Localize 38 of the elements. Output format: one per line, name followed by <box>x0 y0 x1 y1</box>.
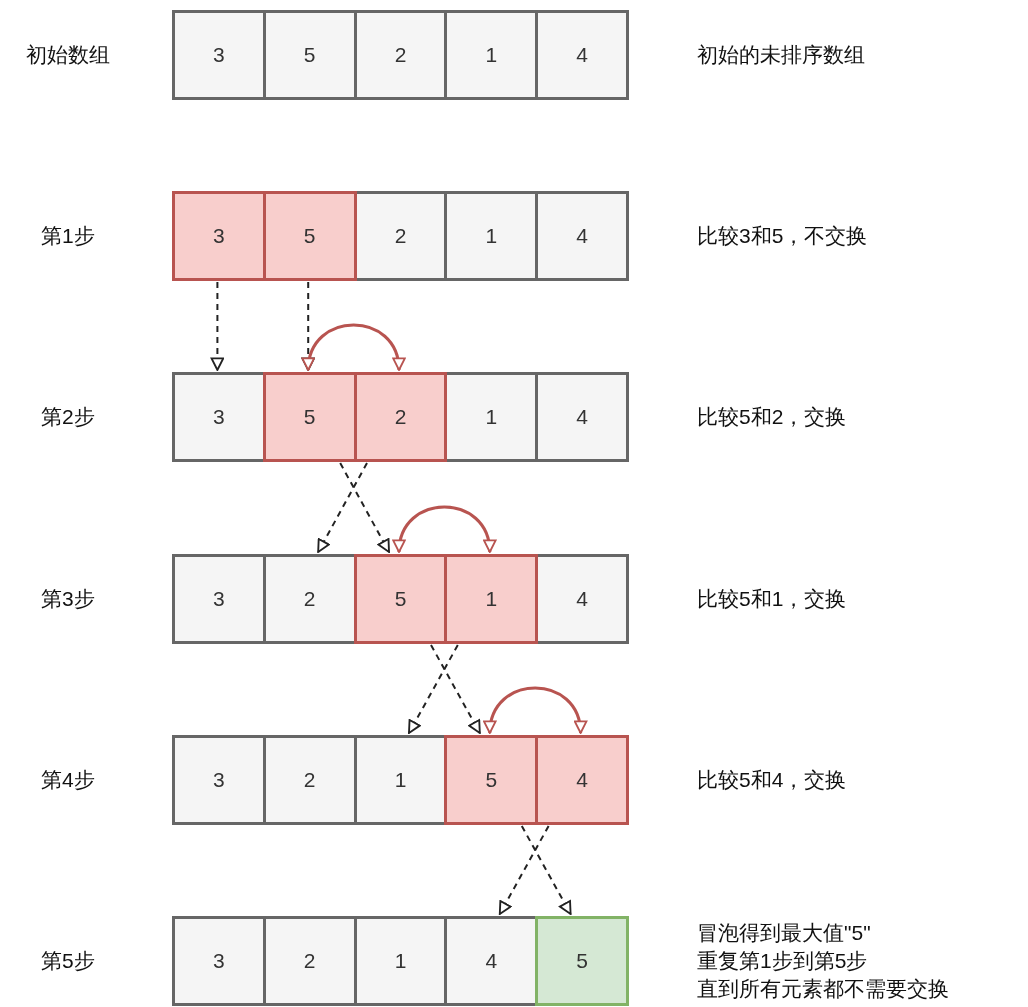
array-cell: 3 <box>172 10 266 100</box>
step-note: 比较3和5，不交换 <box>697 223 868 249</box>
array-cell: 4 <box>535 191 629 281</box>
step-note: 比较5和4，交换 <box>697 767 847 793</box>
array-cell: 1 <box>444 554 539 644</box>
array-cell: 4 <box>535 735 629 825</box>
arrow <box>210 281 225 371</box>
step-note: 初始的未排序数组 <box>697 42 865 68</box>
arrow <box>520 825 572 915</box>
step-note: 直到所有元素都不需要交换 <box>697 976 949 1002</box>
array-cell: 5 <box>535 916 629 1006</box>
row-label: 第5步 <box>41 948 95 974</box>
arrow <box>498 825 550 915</box>
arrow <box>408 644 459 734</box>
array-cell: 5 <box>262 372 357 462</box>
arrow <box>339 462 390 553</box>
array-cell: 3 <box>172 916 266 1006</box>
row-label: 第1步 <box>41 223 95 249</box>
array-cell: 3 <box>172 554 266 644</box>
array-cell: 4 <box>535 554 629 644</box>
row-label: 第2步 <box>41 404 95 430</box>
arrow <box>317 462 368 553</box>
step-note: 比较5和2，交换 <box>697 404 847 430</box>
swap-arrow <box>393 505 495 553</box>
step-note: 重复第1步到第5步 <box>697 948 868 974</box>
array-cell: 3 <box>172 735 266 825</box>
row-label: 初始数组 <box>26 42 110 68</box>
array-cell: 3 <box>172 191 266 281</box>
array-cell: 4 <box>535 372 629 462</box>
step-note: 比较5和1，交换 <box>697 586 847 612</box>
swap-arrow <box>484 686 586 734</box>
array-cell: 3 <box>172 372 266 462</box>
step-note: 冒泡得到最大值"5" <box>697 920 871 946</box>
row-label: 第3步 <box>41 586 95 612</box>
swap-arrow <box>303 323 405 371</box>
row-label: 第4步 <box>41 767 95 793</box>
arrow <box>430 644 481 734</box>
array-cell: 4 <box>535 10 629 100</box>
